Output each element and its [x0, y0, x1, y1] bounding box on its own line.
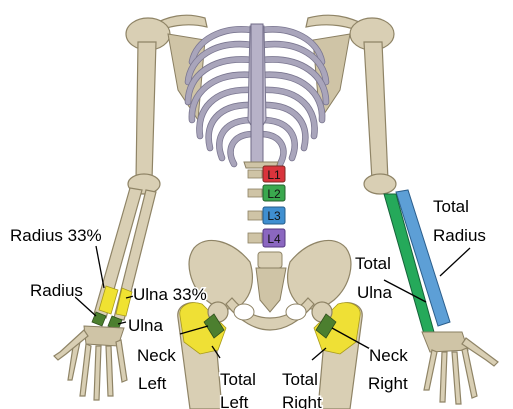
label-total-right-line2: Right	[282, 393, 322, 409]
lumbar-spine: L1 L2 L3 L4	[244, 162, 285, 268]
label-total-ulna-line2: Ulna	[357, 283, 393, 302]
label-ulna: Ulna	[128, 316, 164, 335]
label-total-left-line2: Left	[220, 393, 249, 409]
label-total-ulna-line1: Total	[355, 254, 391, 273]
vertebra-l1-label: L1	[267, 168, 281, 182]
label-neck-right-line2: Right	[368, 374, 408, 393]
ulna-33-region	[116, 288, 132, 316]
label-total-right-line1: Total	[282, 370, 318, 389]
label-ulna-33: Ulna 33%	[133, 285, 207, 304]
rib-cage	[188, 24, 326, 164]
vertebra-l4-label: L4	[267, 232, 281, 246]
label-neck-left-line2: Left	[138, 374, 167, 393]
vertebra-l3-label: L3	[267, 209, 281, 223]
label-neck-left-line1: Neck	[137, 346, 176, 365]
label-neck-right-line1: Neck	[369, 346, 408, 365]
label-radius-33: Radius 33%	[10, 226, 102, 245]
label-total-left-line1: Total	[220, 370, 256, 389]
label-radius: Radius	[30, 281, 83, 300]
vertebra-l2-label: L2	[267, 187, 281, 201]
label-total-radius-line2: Radius	[433, 226, 486, 245]
label-total-radius-line1: Total	[433, 197, 469, 216]
